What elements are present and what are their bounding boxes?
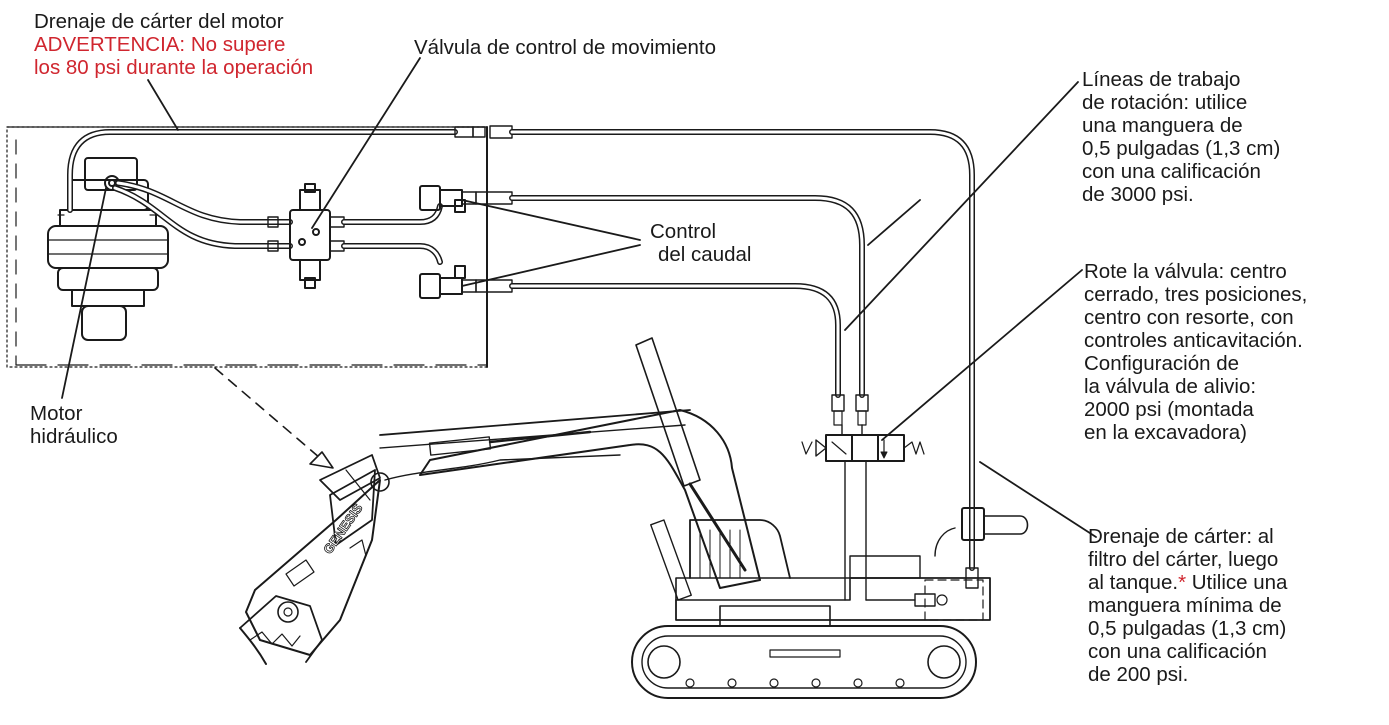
leader-rotate-valve: [881, 269, 1083, 441]
hydraulic-motor: [47, 157, 169, 341]
motion-control-valve: [289, 183, 345, 289]
rotate-valve-line-5: Configuración de: [1084, 352, 1239, 375]
detail-pointer-arrow: [214, 367, 334, 469]
case-drain-motor-warning-line-2: los 80 psi durante la operación: [34, 56, 314, 79]
leader-flow-control-upper: [461, 199, 641, 241]
leader-flow-control-lower: [461, 244, 641, 287]
leader-case-drain: [979, 461, 1097, 538]
rotation-work-lines-label: Líneas de trabajo de rotación: utilice u…: [1082, 68, 1280, 206]
case-drain-motor-warning-line-1: ADVERTENCIA: No supere: [34, 33, 286, 56]
valve-to-flow-hoses: [341, 203, 443, 265]
hydraulic-motor-label: Motor hidráulico: [30, 402, 118, 448]
case-drain-line-3: al tanque.* Utilice una: [1088, 571, 1287, 594]
case-drain-line-3-rest: Utilice una: [1186, 571, 1288, 594]
flow-control-label-line-1: Control: [650, 220, 717, 243]
leader-hydraulic-motor: [61, 187, 107, 399]
flow-control-upper: [419, 185, 477, 213]
leader-rotation-lines-2: [867, 199, 921, 246]
asterisk-footnote-marker: *: [1178, 571, 1187, 594]
rotate-valve-line-6: la válvula de alivio:: [1084, 375, 1257, 398]
excavator: GENESIS: [239, 337, 991, 699]
flow-control-label-line-2: del caudal: [658, 243, 752, 266]
case-drain-line-7: de 200 psi.: [1088, 663, 1189, 686]
hydraulic-motor-label-line-2: hidráulico: [30, 425, 118, 448]
motion-control-valve-label: Válvula de control de movimiento: [414, 36, 716, 59]
case-drain-line-5: 0,5 pulgadas (1,3 cm): [1088, 617, 1287, 640]
case-drain-line-1: Drenaje de cárter: al: [1088, 525, 1274, 548]
leader-lines: [61, 57, 1097, 538]
rotation-lines-line-4: 0,5 pulgadas (1,3 cm): [1082, 137, 1281, 160]
rotate-valve-line-7: 2000 psi (montada: [1084, 398, 1254, 421]
leader-motion-valve: [311, 57, 421, 229]
flow-control-lower: [419, 265, 477, 299]
case-drain-line-2: filtro del cárter, luego: [1088, 548, 1279, 571]
rotation-lines-line-1: Líneas de trabajo: [1082, 68, 1241, 91]
rotation-work-lines: [475, 191, 869, 426]
rotate-valve-line-1: Rote la válvula: centro: [1084, 260, 1287, 283]
case-drain-line-4: manguera mínima de: [1088, 594, 1282, 617]
leader-case-drain-motor: [147, 79, 179, 131]
detail-inset: [6, 126, 488, 368]
hydraulic-motor-label-line-1: Motor: [30, 402, 83, 425]
rotation-lines-line-3: una manguera de: [1082, 114, 1243, 137]
case-drain-label: Drenaje de cárter: al filtro del cárter,…: [1088, 525, 1287, 686]
rotate-valve-label: Rote la válvula: centro cerrado, tres po…: [1084, 260, 1307, 444]
rotate-valve-line-8: en la excavadora): [1084, 421, 1247, 444]
rotation-lines-line-5: con una calificación: [1082, 160, 1261, 183]
rotation-lines-line-6: de 3000 psi.: [1082, 183, 1194, 206]
flow-control-label: Control del caudal: [650, 220, 751, 266]
leader-rotation-lines-1: [844, 81, 1079, 331]
case-drain-line-6: con una calificación: [1088, 640, 1267, 663]
motor-case-drain-line: [67, 125, 975, 571]
case-drain-motor-label: Drenaje de cárter del motor ADVERTENCIA:…: [34, 10, 313, 79]
motor-hoses: [112, 180, 293, 252]
rotation-lines-line-2: de rotación: utilice: [1082, 91, 1248, 114]
case-drain-to-tank: [865, 507, 1029, 621]
rotate-valve-line-4: controles anticavitación.: [1084, 329, 1303, 352]
case-drain-motor-title: Drenaje de cárter del motor: [34, 10, 284, 33]
case-drain-line-3-text: al tanque.: [1088, 571, 1179, 594]
rotate-control-valve: [801, 424, 925, 601]
rotate-valve-line-3: centro con resorte, con: [1084, 306, 1294, 329]
rotate-valve-line-2: cerrado, tres posiciones,: [1084, 283, 1308, 306]
